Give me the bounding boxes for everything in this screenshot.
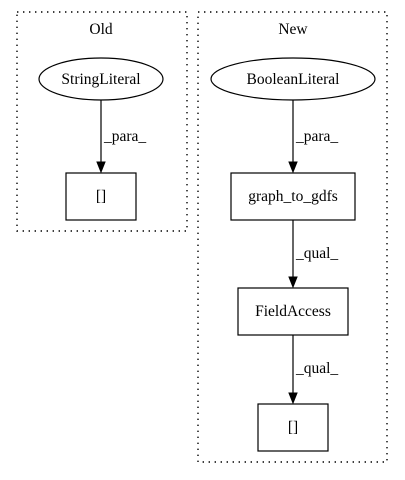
node-string-literal-label: StringLiteral (61, 71, 140, 88)
node-old-index-access[interactable]: [] (65, 172, 137, 221)
edge-boolean-to-graph-label: _para_ (295, 128, 338, 145)
node-boolean-literal[interactable]: BooleanLiteral (210, 57, 376, 101)
node-string-literal[interactable]: StringLiteral (38, 57, 164, 101)
cluster-old-label: Old (89, 21, 113, 38)
edge-graph-to-field: _qual_ (288, 220, 338, 289)
node-new-index-access[interactable]: [] (257, 403, 329, 452)
node-old-index-access-label: [] (96, 188, 106, 205)
cluster-new: New BooleanLiteral _para_ graph_to_gdfs … (197, 11, 388, 463)
edge-field-to-index: _qual_ (288, 335, 338, 405)
cluster-old: Old StringLiteral _para_ [] (16, 11, 188, 232)
edge-boolean-to-graph-arrowhead (288, 161, 298, 174)
edge-graph-to-field-arrowhead (288, 276, 298, 289)
node-old-index-access-shape (65, 172, 137, 221)
node-graph-to-gdfs[interactable]: graph_to_gdfs (230, 172, 356, 221)
node-boolean-literal-label: BooleanLiteral (247, 71, 340, 88)
edge-graph-to-field-label: _qual_ (295, 245, 338, 262)
node-new-index-access-shape (257, 403, 329, 452)
cluster-new-border (197, 11, 388, 463)
edge-string-to-index-arrowhead (96, 161, 106, 174)
node-graph-to-gdfs-label: graph_to_gdfs (248, 188, 338, 205)
edge-boolean-to-graph: _para_ (288, 100, 338, 174)
edge-field-to-index-arrowhead (288, 392, 298, 405)
cluster-old-border (16, 11, 188, 232)
edge-string-to-index-label: _para_ (103, 128, 146, 145)
edge-string-to-index: _para_ (96, 100, 146, 174)
edge-field-to-index-label: _qual_ (295, 360, 338, 377)
cluster-new-label: New (278, 21, 308, 38)
node-new-index-access-label: [] (288, 419, 298, 436)
node-field-access-label: FieldAccess (255, 303, 331, 320)
node-field-access[interactable]: FieldAccess (237, 287, 349, 336)
